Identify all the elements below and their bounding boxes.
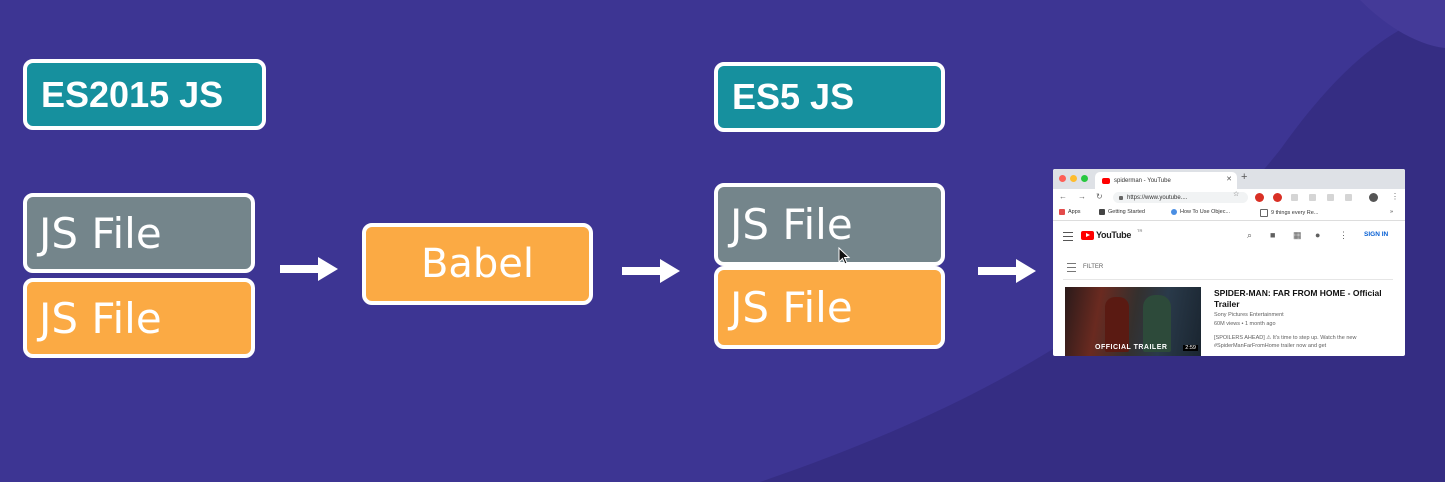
- output-js-file-1-label: JS File: [730, 200, 853, 249]
- extension-icon[interactable]: [1273, 193, 1282, 202]
- bookmark-star-icon[interactable]: ☆: [1233, 191, 1240, 198]
- video-duration: 2:59: [1183, 345, 1198, 351]
- es2015-heading-box: ES2015 JS: [23, 59, 266, 130]
- close-window-icon[interactable]: [1059, 175, 1066, 182]
- arrow-right-icon: [280, 257, 338, 281]
- arrow-right-icon: [622, 259, 680, 283]
- new-tab-icon[interactable]: +: [1241, 171, 1248, 183]
- browser-tab[interactable]: spiderman - YouTube ✕: [1095, 172, 1237, 189]
- extension-icon[interactable]: [1255, 193, 1264, 202]
- video-channel[interactable]: Sony Pictures Entertainment: [1214, 312, 1284, 318]
- es5-heading-box: ES5 JS: [714, 62, 945, 132]
- source-js-file-1-label: JS File: [39, 208, 162, 258]
- bookmark-label: 9 things every Re...: [1271, 210, 1319, 216]
- youtube-region: TR: [1137, 228, 1143, 233]
- thumbnail-figure: [1105, 297, 1129, 352]
- filter-label: FILTER: [1083, 264, 1104, 270]
- bookmark-getting-started[interactable]: Getting Started: [1099, 209, 1145, 215]
- video-title[interactable]: SPIDER-MAN: FAR FROM HOME - Official Tra…: [1214, 288, 1382, 309]
- thumbnail-caption: OFFICIAL TRAILER: [1095, 344, 1168, 351]
- extension-icon[interactable]: [1345, 194, 1352, 201]
- minimize-window-icon[interactable]: [1070, 175, 1077, 182]
- apps-grid-icon[interactable]: ▦: [1293, 230, 1302, 240]
- babel-box: Babel: [362, 223, 593, 305]
- maximize-window-icon[interactable]: [1081, 175, 1088, 182]
- output-js-file-2: JS File: [714, 266, 945, 349]
- reload-icon[interactable]: ↻: [1096, 192, 1103, 201]
- tab-close-icon[interactable]: ✕: [1226, 176, 1232, 183]
- youtube-header: YouTube TR ⌕ ■ ▦ ● ⋮ SIGN IN: [1053, 221, 1405, 249]
- browser-tab-bar: spiderman - YouTube ✕ +: [1053, 169, 1405, 189]
- youtube-logo-text[interactable]: YouTube: [1096, 230, 1132, 240]
- bookmarks-bar: Apps Getting Started How To Use Objec...…: [1053, 206, 1405, 221]
- video-thumbnail[interactable]: OFFICIAL TRAILER 2:59: [1065, 287, 1201, 356]
- bookmark-label: Apps: [1068, 209, 1081, 215]
- filter-icon: [1067, 263, 1076, 272]
- video-stats: 60M views • 1 month ago: [1214, 321, 1276, 327]
- url-field[interactable]: https://www.youtube....: [1113, 192, 1248, 203]
- extension-icon[interactable]: [1309, 194, 1316, 201]
- bookmark-favicon-icon: [1099, 209, 1105, 215]
- es2015-heading: ES2015 JS: [41, 73, 224, 115]
- bookmark-label: How To Use Objec...: [1180, 209, 1231, 215]
- filter-row[interactable]: FILTER: [1053, 260, 1405, 274]
- youtube-logo-icon[interactable]: [1081, 231, 1094, 240]
- search-icon[interactable]: ⌕: [1247, 230, 1253, 240]
- output-js-file-1: JS File: [714, 183, 945, 266]
- bookmark-favicon-icon: [1260, 209, 1268, 217]
- babel-label: Babel: [420, 241, 535, 287]
- arrow-right-icon: [978, 259, 1036, 283]
- bookmark-label: Getting Started: [1108, 209, 1145, 215]
- lock-icon: [1119, 195, 1123, 200]
- apps-grid-icon: [1059, 209, 1065, 215]
- video-description: [SPOILERS AHEAD] ⚠ It's time to step up.…: [1214, 335, 1357, 349]
- browser-screenshot: spiderman - YouTube ✕ + ← → ↻ https://ww…: [1053, 169, 1405, 356]
- profile-icon[interactable]: [1369, 193, 1378, 202]
- bookmarks-overflow-icon[interactable]: »: [1390, 209, 1394, 215]
- thumbnail-figure: [1143, 295, 1171, 352]
- url-text: https://www.youtube....: [1127, 194, 1188, 201]
- messages-icon[interactable]: ●: [1315, 230, 1321, 240]
- bookmark-apps[interactable]: Apps: [1059, 209, 1081, 215]
- bookmark-favicon-icon: [1171, 209, 1177, 215]
- mouse-cursor-icon: [838, 247, 851, 265]
- browser-menu-icon[interactable]: ⋮: [1391, 192, 1399, 201]
- youtube-favicon-icon: [1102, 177, 1110, 184]
- divider: [1063, 279, 1393, 280]
- bookmark-how-to-use[interactable]: How To Use Objec...: [1171, 209, 1230, 215]
- settings-more-icon[interactable]: ⋮: [1339, 230, 1348, 240]
- address-bar-row: ← → ↻ https://www.youtube.... ☆ ⋮: [1053, 189, 1405, 206]
- browser-tab-title: spiderman - YouTube: [1114, 177, 1171, 184]
- sign-in-button[interactable]: SIGN IN: [1364, 231, 1389, 238]
- hamburger-menu-icon[interactable]: [1063, 232, 1073, 241]
- back-icon[interactable]: ←: [1059, 192, 1067, 201]
- bookmark-9-things[interactable]: 9 things every Re...: [1260, 209, 1318, 217]
- es5-heading: ES5 JS: [732, 76, 855, 117]
- forward-icon[interactable]: →: [1078, 192, 1086, 201]
- source-js-file-2: JS File: [23, 278, 255, 358]
- extension-icon[interactable]: [1291, 194, 1298, 201]
- output-js-file-2-label: JS File: [730, 283, 853, 332]
- source-js-file-1: JS File: [23, 193, 255, 273]
- source-js-file-2-label: JS File: [39, 293, 162, 343]
- extension-icon[interactable]: [1327, 194, 1334, 201]
- video-camera-icon[interactable]: ■: [1270, 230, 1276, 240]
